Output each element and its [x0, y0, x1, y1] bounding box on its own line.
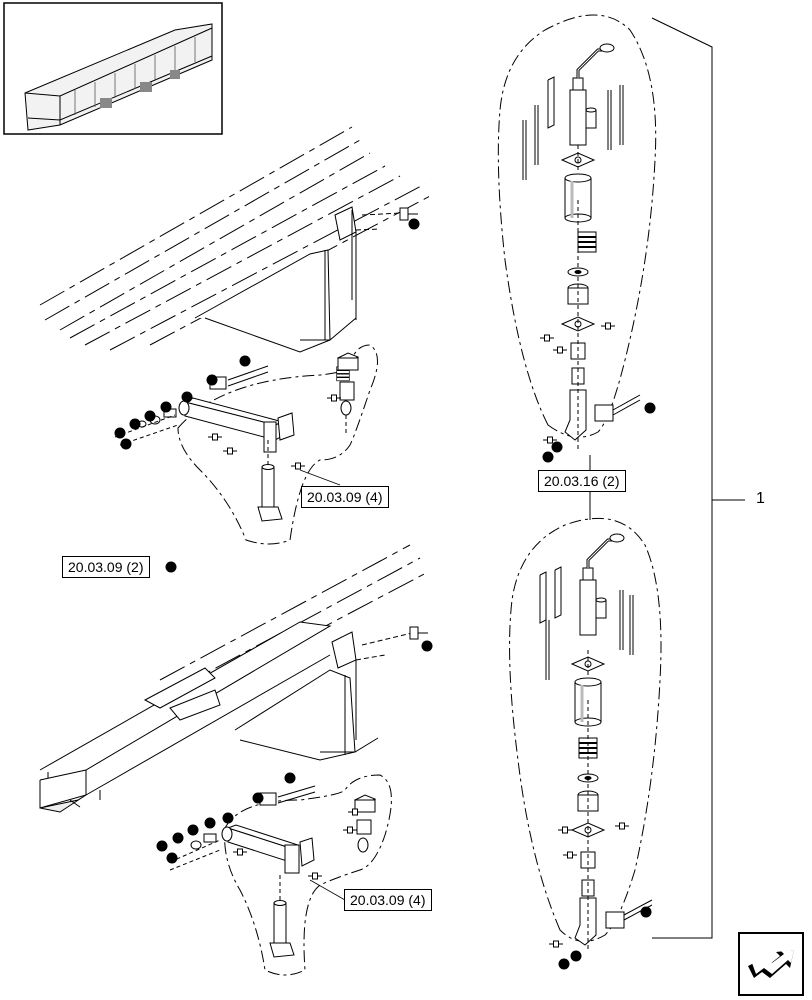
callout-dot — [408, 218, 420, 230]
callout-dot — [165, 561, 177, 573]
leader-ref-bottom — [309, 879, 346, 901]
lower-actuator-exploded-view — [509, 517, 662, 950]
ref-callout-bottom[interactable]: 20.03.09 (4) — [344, 889, 432, 911]
lower-actuator-callout-dots — [558, 906, 652, 970]
item-number-label: 1 — [756, 490, 765, 507]
upper-arm-assembly — [114, 344, 378, 545]
lower-frame-assembly — [39, 544, 429, 813]
ref-callout-top[interactable]: 20.03.09 (4) — [301, 486, 389, 508]
leader-ref-top — [299, 469, 341, 486]
lower-arm-assembly — [169, 774, 392, 976]
callout-dot — [421, 640, 433, 652]
upper-actuator-exploded-view — [497, 14, 657, 450]
header-thumbnail-icon — [3, 2, 223, 135]
ref-callout-right[interactable]: 20.03.16 (2) — [538, 470, 626, 492]
next-page-arrow-icon — [748, 950, 794, 978]
upper-frame-assembly — [39, 126, 433, 353]
next-page-button[interactable] — [738, 932, 804, 996]
item-bracket — [651, 17, 713, 939]
ref-callout-left[interactable]: 20.03.09 (2) — [62, 556, 150, 578]
